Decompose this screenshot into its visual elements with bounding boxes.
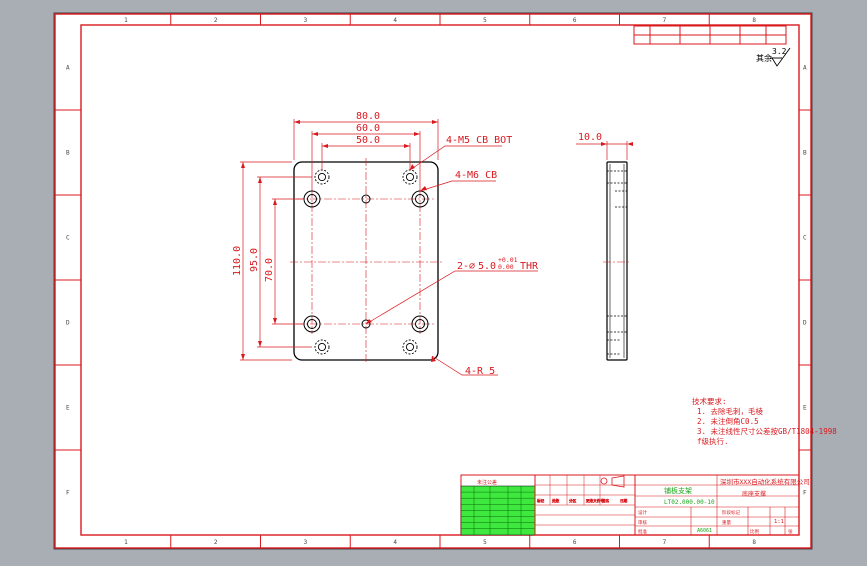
zone-row-left-E: E (66, 405, 70, 412)
zone-row-left-A: A (66, 65, 70, 72)
zone-row-right-F: F (803, 490, 807, 497)
zone-col-bottom-8: 8 (752, 539, 756, 546)
zone-col-top-3: 3 (304, 17, 308, 24)
side-view (603, 161, 631, 361)
front-view (290, 158, 442, 364)
sig-header-cell: 分区 (569, 498, 577, 503)
projection-symbol-icon (600, 475, 625, 488)
dim-thickness-10: 10.0 (578, 132, 602, 143)
zone-col-top-2: 2 (214, 17, 218, 24)
block-cell-weight: 重量 (722, 519, 731, 526)
drawing-number: LT02.000.00-10 (664, 499, 715, 506)
surface-finish-symbol: 其余 3.2 (756, 47, 791, 67)
zone-row-right-B: B (803, 150, 807, 157)
callout-pin-diam: 5.0 (478, 261, 496, 272)
dimensions (240, 119, 628, 376)
callout-m6-cb: 4-M6 CB (455, 170, 497, 181)
zone-col-top-4: 4 (393, 17, 397, 24)
sig-header-cell: 更改文件号 (586, 498, 604, 503)
callout-corner-radius: 4-R 5 (465, 366, 495, 377)
dim-width-60: 60.0 (356, 123, 380, 134)
zone-col-bottom-7: 7 (663, 539, 667, 546)
technical-notes: 技术要求: 1. 去除毛刺，毛棱 2. 未注倒角C0.5 3. 未注线性尺寸公差… (692, 396, 837, 446)
surface-finish-value: 3.2 (772, 47, 787, 56)
zone-col-bottom-5: 5 (483, 539, 487, 546)
zone-row-right-D: D (803, 320, 807, 327)
notes-line-3: 3. 未注线性尺寸公差按GB/T1804-1998 (697, 426, 837, 436)
notes-title: 技术要求: (692, 396, 727, 406)
sig-header-cell: 签名 (602, 498, 610, 503)
callout-pin-prefix: 2- (457, 261, 469, 272)
zone-col-bottom-1: 1 (124, 539, 128, 546)
zone-row-left-D: D (66, 320, 70, 327)
zone-row-right-C: C (803, 235, 807, 242)
zone-row-right-E: E (803, 405, 807, 412)
notes-line-4: f级执行. (697, 436, 729, 446)
dim-height-95: 95.0 (249, 248, 260, 272)
zone-col-top-8: 8 (752, 17, 756, 24)
surface-finish-prefix: 其余 (756, 53, 772, 63)
material: A6061 (697, 528, 712, 534)
notes-line-1: 1. 去除毛刺，毛棱 (697, 406, 764, 416)
block-cell-approve: 批准 (638, 528, 647, 535)
block-cell-design: 设计 (638, 509, 647, 516)
zone-col-bottom-3: 3 (304, 539, 308, 546)
zone-col-top-5: 5 (483, 17, 487, 24)
callout-pin-thr: THR (520, 261, 539, 272)
zone-row-left-F: F (66, 490, 70, 497)
m5-hole-bl (314, 339, 330, 355)
callout-pin-tol-upper: +0.01 (498, 256, 518, 264)
dim-height-70: 70.0 (264, 258, 275, 282)
m5-hole-br (402, 339, 418, 355)
m6-hole-br (411, 315, 429, 333)
zone-col-bottom-4: 4 (393, 539, 397, 546)
zone-row-right-A: A (803, 65, 807, 72)
callout-pin-tol-lower: 0.00 (498, 263, 514, 271)
sig-header-cell: 标记 (537, 498, 545, 503)
drawing-name: 铺板支架 (664, 486, 692, 495)
dimension-texts: 80.0 60.0 50.0 110.0 95.0 70.0 10.0 4-M5… (232, 111, 602, 377)
dim-height-110: 110.0 (232, 246, 243, 276)
paper-sheet (53, 12, 813, 550)
revision-table (633, 25, 787, 45)
block-cell-sheet: 张 (788, 528, 793, 535)
zone-col-bottom-6: 6 (573, 539, 577, 546)
block-cell-stage: 阶段标记 (722, 509, 740, 516)
green-table-header: 未注公差 (477, 479, 497, 486)
zone-col-top-6: 6 (573, 17, 577, 24)
svg-text:⌀: ⌀ (469, 261, 475, 272)
zone-row-left-C: C (66, 235, 70, 242)
company-name: 深圳市XXX自动化系统有限公司 (720, 477, 810, 486)
sig-header-cell: 处数 (552, 498, 560, 503)
outer-border (54, 13, 812, 549)
dim-width-80: 80.0 (356, 111, 380, 122)
part-name: 底座支撑 (742, 490, 766, 498)
scale: 1:1 (774, 519, 784, 525)
block-cell-audit: 审核 (638, 519, 647, 526)
zone-col-bottom-2: 2 (214, 539, 218, 546)
callout-m5-cb-bot: 4-M5 CB BOT (446, 135, 512, 146)
zone-col-top-1: 1 (124, 17, 128, 24)
notes-line-2: 2. 未注倒角C0.5 (697, 416, 759, 426)
block-cell-ratio: 比例 (750, 528, 759, 535)
dimension-arrows (241, 120, 633, 362)
sig-header-cell: 日期 (620, 498, 628, 503)
dim-width-50: 50.0 (356, 135, 380, 146)
zone-row-left-B: B (66, 150, 70, 157)
zone-col-top-7: 7 (663, 17, 667, 24)
pin-hole-top (361, 194, 371, 204)
pin-hole-bottom (361, 319, 371, 329)
